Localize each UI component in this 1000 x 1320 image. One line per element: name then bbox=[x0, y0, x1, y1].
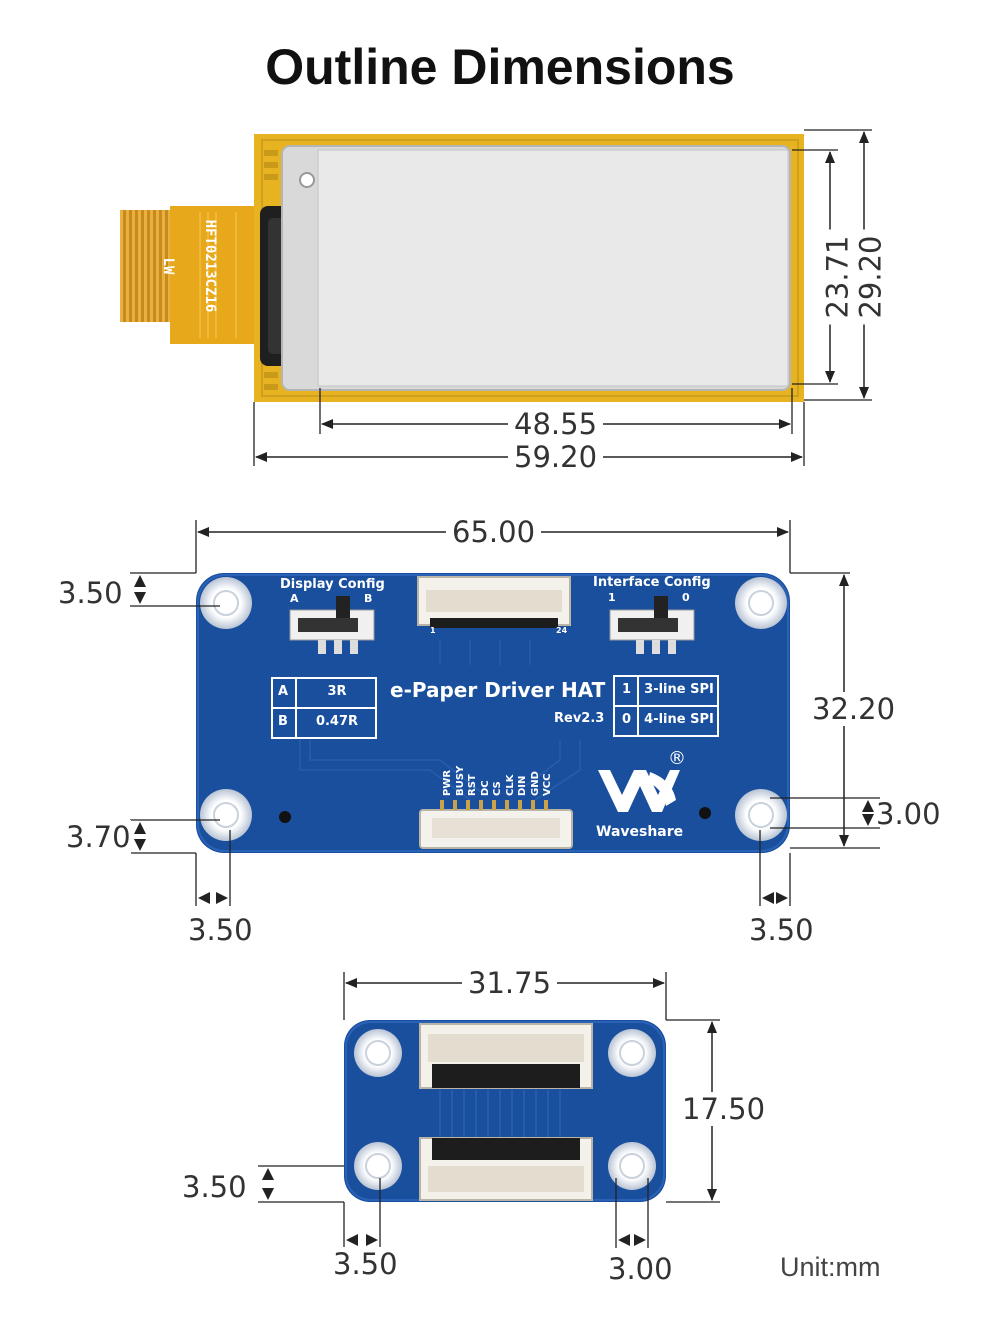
resistor-table-lines bbox=[271, 677, 377, 739]
page-title: Outline Dimensions bbox=[265, 39, 735, 95]
pin-label: CLK bbox=[504, 774, 516, 796]
pin-label: BUSY bbox=[454, 765, 466, 796]
fpc-label: HFT0213CZ16 bbox=[202, 219, 218, 313]
hat-top-hole-offset: 3.50 bbox=[58, 576, 123, 610]
display-config-label: Display Config bbox=[280, 577, 385, 592]
pin-label: RST bbox=[467, 774, 478, 796]
hat-left-hole-offset: 3.50 bbox=[182, 913, 259, 947]
interface-config-0: 0 bbox=[682, 591, 690, 604]
pin-label: DIN bbox=[517, 775, 528, 796]
board-name: e-Paper Driver HAT bbox=[390, 678, 606, 702]
interface-config-switch bbox=[609, 596, 695, 654]
driver-hat-board bbox=[130, 520, 880, 906]
epaper-active-width: 48.55 bbox=[508, 407, 604, 441]
adapter-left-hole-offset: 3.50 bbox=[327, 1247, 404, 1281]
adapter-right-hole-offset: 3.00 bbox=[602, 1252, 679, 1286]
adapter-width: 31.75 bbox=[462, 966, 558, 1000]
epaper-panel bbox=[120, 129, 872, 466]
pin-label: CS bbox=[492, 781, 503, 796]
hat-right-hole-vertical-offset: 3.00 bbox=[876, 797, 941, 831]
fpc-pin-24-label: 24 bbox=[556, 626, 568, 635]
fpc-label-secondary: LW bbox=[160, 257, 176, 275]
pin-label: VCC bbox=[542, 773, 553, 796]
spi-table-value-1: 3-line SPI bbox=[644, 682, 714, 697]
adapter-hole-vertical-offset: 3.50 bbox=[182, 1170, 247, 1204]
display-config-b: B bbox=[364, 592, 373, 605]
hat-right-hole-offset: 3.50 bbox=[743, 913, 820, 947]
spi-table-value-0: 4-line SPI bbox=[644, 712, 714, 727]
waveshare-logo bbox=[598, 770, 680, 812]
hat-bottom-hole-offset: 3.70 bbox=[66, 820, 131, 854]
hat-9pin-connector bbox=[419, 800, 573, 849]
adapter-height: 17.50 bbox=[676, 1092, 772, 1126]
epaper-active-height: 23.71 bbox=[820, 229, 855, 325]
interface-config-label: Interface Config bbox=[593, 575, 711, 590]
resistor-table-value-a: 3R bbox=[327, 684, 347, 699]
display-config-a: A bbox=[290, 592, 299, 605]
brand-name: Waveshare bbox=[596, 824, 684, 840]
resistor-table-key-b: B bbox=[278, 714, 288, 729]
interface-config-1: 1 bbox=[608, 591, 616, 604]
registered-mark: ® bbox=[668, 748, 686, 769]
display-config-switch bbox=[289, 596, 375, 654]
resistor-table-value-b: 0.47R bbox=[315, 714, 359, 729]
board-revision: Rev2.3 bbox=[554, 711, 605, 726]
pin-label: PWR bbox=[442, 769, 453, 796]
hat-fpc-connector bbox=[417, 576, 571, 628]
fpc-pin-1-label: 1 bbox=[430, 626, 436, 635]
epaper-outer-height: 29.20 bbox=[853, 229, 888, 325]
hat-width: 65.00 bbox=[446, 515, 542, 549]
hat-mounting-holes bbox=[200, 577, 787, 841]
adapter-top-connector bbox=[419, 1023, 593, 1089]
hat-height: 32.20 bbox=[806, 692, 902, 726]
unit-label: Unit:mm bbox=[780, 1252, 881, 1282]
spi-table-key-1: 1 bbox=[622, 682, 632, 697]
spi-table-key-0: 0 bbox=[622, 712, 632, 727]
resistor-table-key-a: A bbox=[278, 684, 289, 699]
panel-active-area bbox=[317, 149, 789, 387]
adapter-mounting-holes bbox=[354, 1029, 656, 1190]
pin-label: GND bbox=[529, 771, 541, 796]
pin-label: DC bbox=[479, 780, 491, 796]
epaper-outer-width: 59.20 bbox=[508, 440, 604, 474]
adapter-bottom-connector bbox=[419, 1137, 593, 1201]
adapter-board bbox=[258, 972, 720, 1248]
spi-table-lines bbox=[613, 675, 719, 737]
